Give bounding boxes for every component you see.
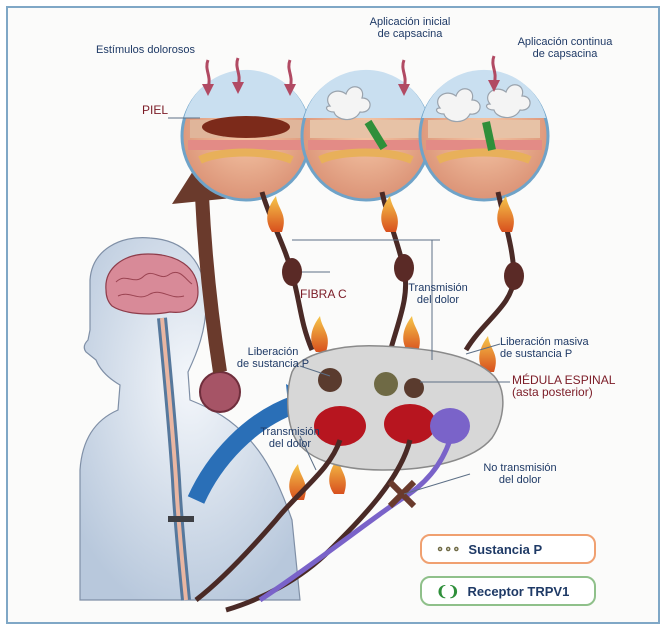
sustancia-p-icon: ∘∘∘ [436,541,460,557]
legend-sustancia-p-label: Sustancia P [468,542,542,557]
label-aplicacion-continua: Aplicación continua de capsacina [500,36,630,60]
label-piel: PIEL [142,104,202,116]
legend-receptor-label: Receptor TRPV1 [467,584,569,599]
skin-circle-2 [302,70,430,200]
label-transmision-dolor-left: Transmisión del dolor [250,426,330,450]
label-aplicacion-inicial: Aplicación inicial de capsacina [350,16,470,40]
label-estimulos: Estímulos dolorosos [96,44,216,56]
skin-circle-3 [420,70,548,200]
receptor-icon: ❨❩ [436,583,459,600]
label-fibra-c: FIBRA C [300,288,380,300]
legend-sustancia-p: ∘∘∘ Sustancia P [420,534,596,564]
spinal-magnifier [200,372,240,412]
label-medula: MÉDULA ESPINAL (asta posterior) [512,374,632,398]
spinal-cross-section [288,346,503,470]
label-no-transmision: No transmisión del dolor [470,462,570,486]
brown-arrow [202,196,220,372]
label-liberacion-masiva: Liberación masiva de sustancia P [500,336,610,360]
brain [106,254,198,314]
label-transmision-dolor-top: Transmisión del dolor [398,282,478,306]
legend-receptor: ❨❩ Receptor TRPV1 [420,576,596,606]
spinal-clip [168,516,194,522]
label-liberacion-sustancia: Liberación de sustancia P [228,346,318,370]
